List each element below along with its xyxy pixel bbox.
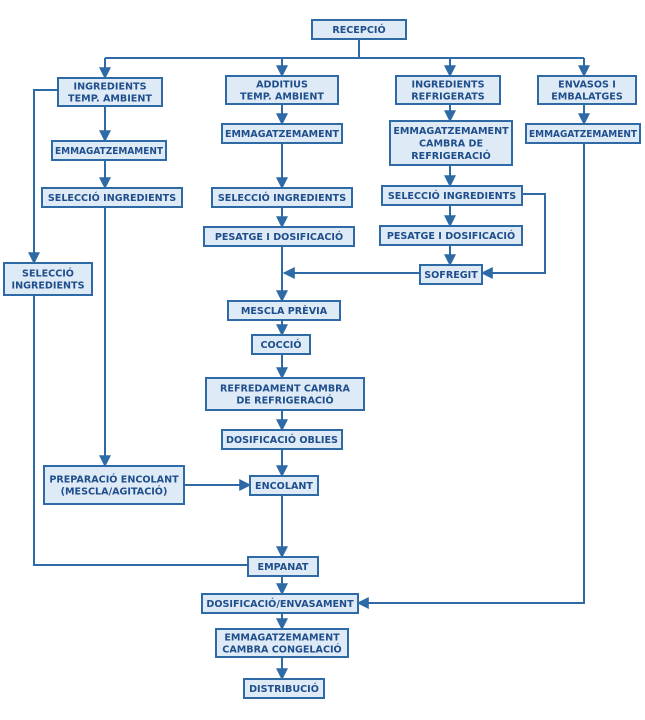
- e-sel3-bypass-arrow: [480, 193, 546, 279]
- node-additius: ADDITIUS TEMP. AMBIENT: [225, 75, 339, 105]
- node-label: DOSIFICACIÓ/ENVASAMENT: [206, 597, 354, 610]
- node-box: [41, 187, 183, 208]
- node-box: [537, 75, 637, 105]
- node-ing-temp: INGREDIENTS TEMP. AMBIENT: [57, 77, 163, 107]
- node-sel-left: SELECCIÓ INGREDIENTS: [3, 262, 93, 296]
- node-label: MESCLA PRÈVIA: [241, 304, 328, 317]
- node-coccio: COCCIÓ: [251, 334, 311, 355]
- node-dosif-oblies: DOSIFICACIÓ OBLIES: [221, 429, 343, 450]
- node-box: [225, 75, 339, 105]
- node-label: PESATGE I DOSIFICACIÓ: [215, 230, 343, 243]
- node-box: [203, 226, 355, 247]
- node-label: INGREDIENTS: [412, 79, 485, 90]
- node-box: [51, 140, 167, 161]
- node-label: ADDITIUS: [256, 79, 308, 90]
- node-box: [395, 75, 501, 105]
- node-label: DE REFRIGERACIÓ: [236, 394, 333, 407]
- node-box: [525, 123, 641, 144]
- node-label: EMMAGATZEMAMENT: [55, 146, 163, 157]
- node-label: ENCOLANT: [255, 481, 313, 492]
- node-label: INGREDIENTS: [12, 281, 85, 292]
- node-label: (MESCLA/AGITACIÓ): [61, 485, 168, 498]
- node-box: [211, 187, 353, 208]
- e-selleft-empanat-arrow: [33, 295, 248, 566]
- node-pes2: PESATGE I DOSIFICACIÓ: [203, 226, 355, 247]
- node-label: EMPANAT: [258, 562, 309, 573]
- node-emm1: EMMAGATZEMAMENT: [51, 140, 167, 161]
- node-recepcio: RECEPCIÓ: [311, 19, 407, 40]
- node-box: [243, 678, 325, 699]
- node-label: PREPARACIÓ ENCOLANT: [49, 472, 179, 485]
- node-box: [201, 593, 359, 614]
- node-empanat: EMPANAT: [247, 556, 319, 577]
- node-distribucio: DISTRIBUCIÓ: [243, 678, 325, 699]
- node-label: SELECCIÓ: [22, 266, 74, 279]
- node-box: [381, 185, 523, 206]
- node-box: [57, 77, 163, 107]
- node-label: INGREDIENTS: [74, 81, 147, 92]
- node-box: [311, 19, 407, 40]
- node-label: SELECCIÓ INGREDIENTS: [218, 191, 346, 204]
- node-box: [227, 300, 341, 321]
- node-box: [215, 628, 349, 658]
- node-label: DOSIFICACIÓ OBLIES: [226, 433, 338, 446]
- node-label: EMMAGATZEMAMENT: [224, 632, 340, 643]
- node-label: EMMAGATZEMAMENT: [529, 129, 637, 140]
- node-label: SOFREGIT: [424, 270, 478, 281]
- node-box: [379, 225, 523, 246]
- node-emm2: EMMAGATZEMAMENT: [221, 123, 343, 144]
- node-encolant: ENCOLANT: [249, 475, 319, 496]
- node-box: [389, 120, 513, 166]
- node-box: [205, 377, 365, 411]
- node-box: [221, 429, 343, 450]
- node-label: PESATGE I DOSIFICACIÓ: [387, 229, 515, 242]
- node-preparacio: PREPARACIÓ ENCOLANT(MESCLA/AGITACIÓ): [43, 465, 185, 505]
- node-emm4: EMMAGATZEMAMENT: [525, 123, 641, 144]
- node-box: [221, 123, 343, 144]
- node-dosif-env: DOSIFICACIÓ/ENVASAMENT: [201, 593, 359, 614]
- node-sel1: SELECCIÓ INGREDIENTS: [41, 187, 183, 208]
- node-label: CAMBRA DE: [419, 139, 483, 150]
- node-label: EMBALATGES: [551, 92, 623, 103]
- node-label: TEMP. AMBIENT: [240, 92, 324, 103]
- node-mescla: MESCLA PRÈVIA: [227, 300, 341, 321]
- node-label: EMMAGATZEMAMENT: [225, 129, 339, 140]
- node-label: SELECCIÓ INGREDIENTS: [48, 191, 176, 204]
- node-label: COCCIÓ: [260, 338, 301, 351]
- node-envasos: ENVASOS I EMBALATGES: [537, 75, 637, 105]
- node-box: [247, 556, 319, 577]
- node-box: [249, 475, 319, 496]
- node-label: REFRIGERATS: [411, 92, 484, 103]
- e-emm4-dosif-arrow: [356, 143, 585, 609]
- node-label: CAMBRA CONGELACIÓ: [222, 643, 341, 656]
- node-label: REFRIGERACIÓ: [411, 149, 490, 162]
- node-label: SELECCIÓ INGREDIENTS: [388, 189, 516, 202]
- node-label: ENVASOS I: [558, 79, 616, 90]
- node-label: EMMAGATZEMAMENT: [393, 126, 509, 137]
- node-sofregit: SOFREGIT: [419, 264, 483, 285]
- node-box: [251, 334, 311, 355]
- node-box: [43, 465, 185, 505]
- node-label: DISTRIBUCIÓ: [249, 682, 319, 695]
- node-label: REFREDAMENT CAMBRA: [220, 383, 351, 394]
- e-ingtemp-selleft-arrow: [28, 89, 58, 265]
- node-pes3: PESATGE I DOSIFICACIÓ: [379, 225, 523, 246]
- node-ing-refr: INGREDIENTS REFRIGERATS: [395, 75, 501, 105]
- node-sel3: SELECCIÓ INGREDIENTS: [381, 185, 523, 206]
- node-box: [3, 262, 93, 296]
- node-label: TEMP. AMBIENT: [68, 94, 152, 105]
- node-label: RECEPCIÓ: [332, 23, 385, 36]
- node-sel2: SELECCIÓ INGREDIENTS: [211, 187, 353, 208]
- node-box: [419, 264, 483, 285]
